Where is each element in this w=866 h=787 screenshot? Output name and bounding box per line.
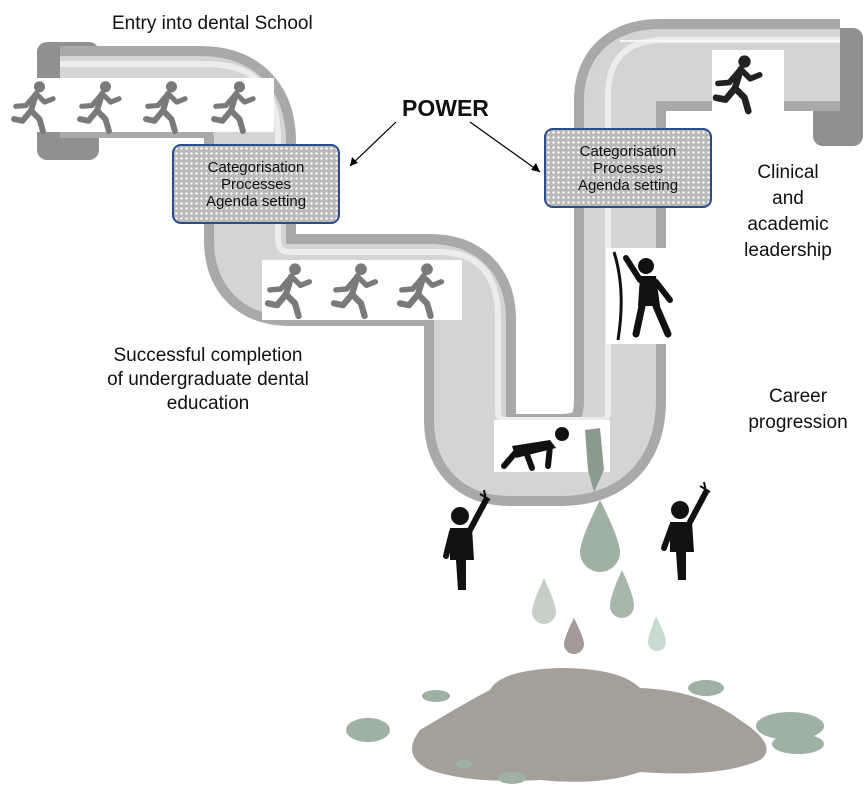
leadership-label-line: Clinical (757, 162, 819, 183)
entry-label: Entry into dental School (112, 13, 313, 34)
drop-icon (580, 500, 620, 572)
power-arrow-left (349, 121, 397, 167)
leadership-label-line: academic (747, 214, 829, 235)
drop-group (532, 500, 666, 654)
leadership-label: Clinical and academic leadership (720, 160, 856, 264)
leadership-label-line: leadership (744, 240, 832, 261)
process-box-left-line: Agenda setting (205, 192, 307, 210)
crawling-person-icon (494, 420, 610, 492)
leak-icon (585, 428, 604, 492)
power-arrow-right (469, 121, 541, 173)
protester-icon (443, 489, 491, 590)
completion-label: Successful completion of undergraduate d… (60, 344, 356, 416)
completion-label-line: Successful completion (113, 345, 303, 366)
power-label: POWER (402, 95, 489, 121)
career-label: Career progression (732, 384, 864, 436)
drop-icon (564, 618, 584, 654)
runner-group-top (8, 78, 274, 132)
process-box-left-line: Categorisation (207, 158, 305, 176)
puddle-icon (346, 668, 824, 784)
process-box-right-line: Processes (592, 159, 664, 177)
process-box-left: Categorisation Processes Agenda setting (172, 144, 340, 224)
process-box-right-line: Agenda setting (577, 176, 679, 194)
completion-label-line: education (166, 393, 250, 414)
drop-icon (532, 578, 556, 624)
process-box-right-line: Categorisation (579, 142, 677, 160)
completion-label-line: of undergraduate dental (107, 369, 309, 390)
protester-icon (661, 481, 711, 580)
process-box-right: Categorisation Processes Agenda setting (544, 128, 712, 208)
runner-top-right (712, 50, 784, 112)
career-label-line: progression (748, 412, 848, 433)
process-box-left-line: Processes (220, 175, 292, 193)
drop-icon (648, 616, 666, 651)
runner-group-middle (262, 260, 462, 320)
leadership-label-line: and (772, 188, 804, 209)
climber-icon (606, 248, 682, 344)
career-label-line: Career (768, 386, 828, 407)
drop-icon (610, 570, 634, 618)
